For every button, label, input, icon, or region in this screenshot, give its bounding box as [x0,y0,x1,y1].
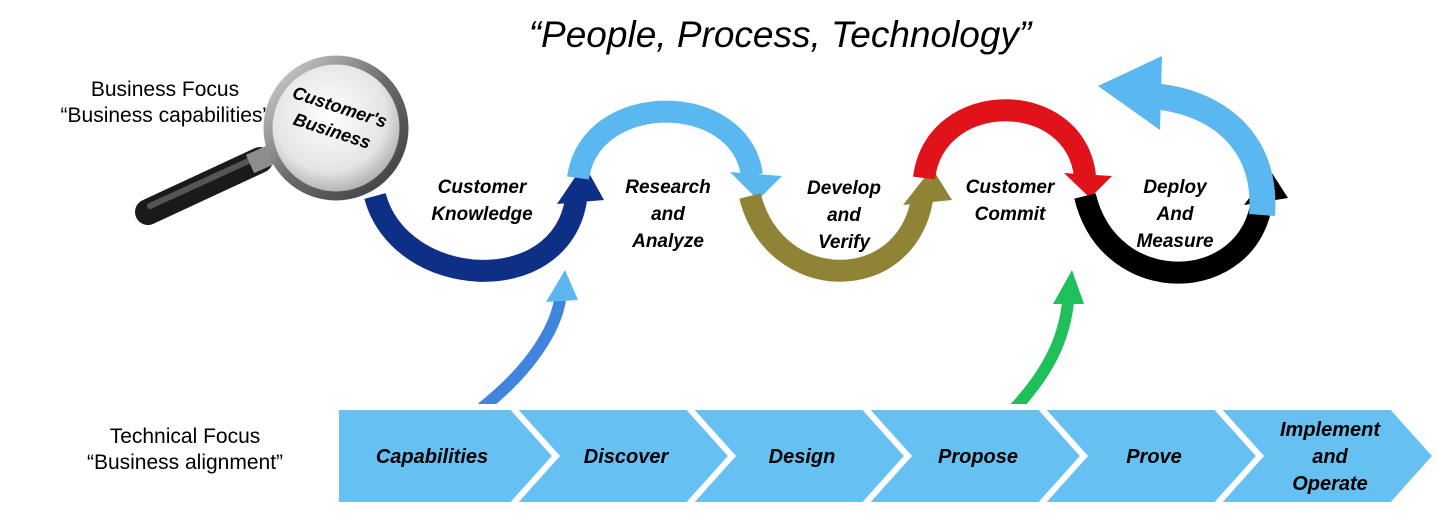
wave-arrow-customer-knowledge [364,192,587,282]
arrowhead-propose-to-commit [1053,270,1084,304]
chevron-label: Prove [1126,446,1182,468]
chevron-label: Design [769,446,836,468]
diagram-title: “People, Process, Technology” [528,14,1032,55]
chevron-label: and [1312,446,1348,468]
technical-focus-heading: Technical Focus [109,425,261,448]
wave-arrow-customer-commit [913,99,1096,181]
wave-arrow-deploy-measure [1074,193,1273,284]
technical-focus-label: Technical Focus “Business alignment” [40,424,330,476]
chevron-label: Implement [1280,419,1381,441]
wave-arrowhead-customer-knowledge [557,164,604,204]
stage-label-customer-commit: Customer Commit [965,177,1055,225]
chevron-label: Capabilities [376,446,488,468]
chevron-label: Propose [938,446,1018,468]
chevron-label: Operate [1292,473,1368,495]
stage-label-deploy-measure: Deploy And Measure [1136,177,1214,252]
chevron-label: Discover [584,446,670,468]
wave-arrow-research-analyze [567,100,763,181]
wave-return-arrowhead [1098,56,1162,130]
wave-arrowhead-develop-verify [903,168,952,205]
stage-label-develop-verify: Develop and Verify [807,178,881,253]
stage-label-research-analyze: Research and Analyze [625,177,711,252]
business-focus-subheading: “Business capabilities” [60,104,270,127]
arrowhead-capabilities-to-research [546,270,578,302]
technical-focus-subheading: “Business alignment” [86,451,284,474]
chevron-process-bar: Capabilities Discover Design Propose Prove Im… [333,404,1439,508]
technical-link-arrows [478,270,1084,413]
wave-arrowhead-research-analyze [730,172,782,200]
business-focus-label: Business Focus “Business capabilities” [20,77,310,129]
wave-arrow-develop-verify [739,192,933,282]
process-wave [364,56,1288,284]
arrow-capabilities-to-research [478,298,566,413]
chevron-step [1209,404,1439,508]
wave-return-arrow [1148,83,1276,217]
stage-label-customer-knowledge: Customer Knowledge [431,177,533,225]
business-focus-heading: Business Focus [90,78,240,101]
arrow-propose-to-commit [1010,301,1074,413]
wave-arrowhead-customer-commit [1064,173,1112,198]
